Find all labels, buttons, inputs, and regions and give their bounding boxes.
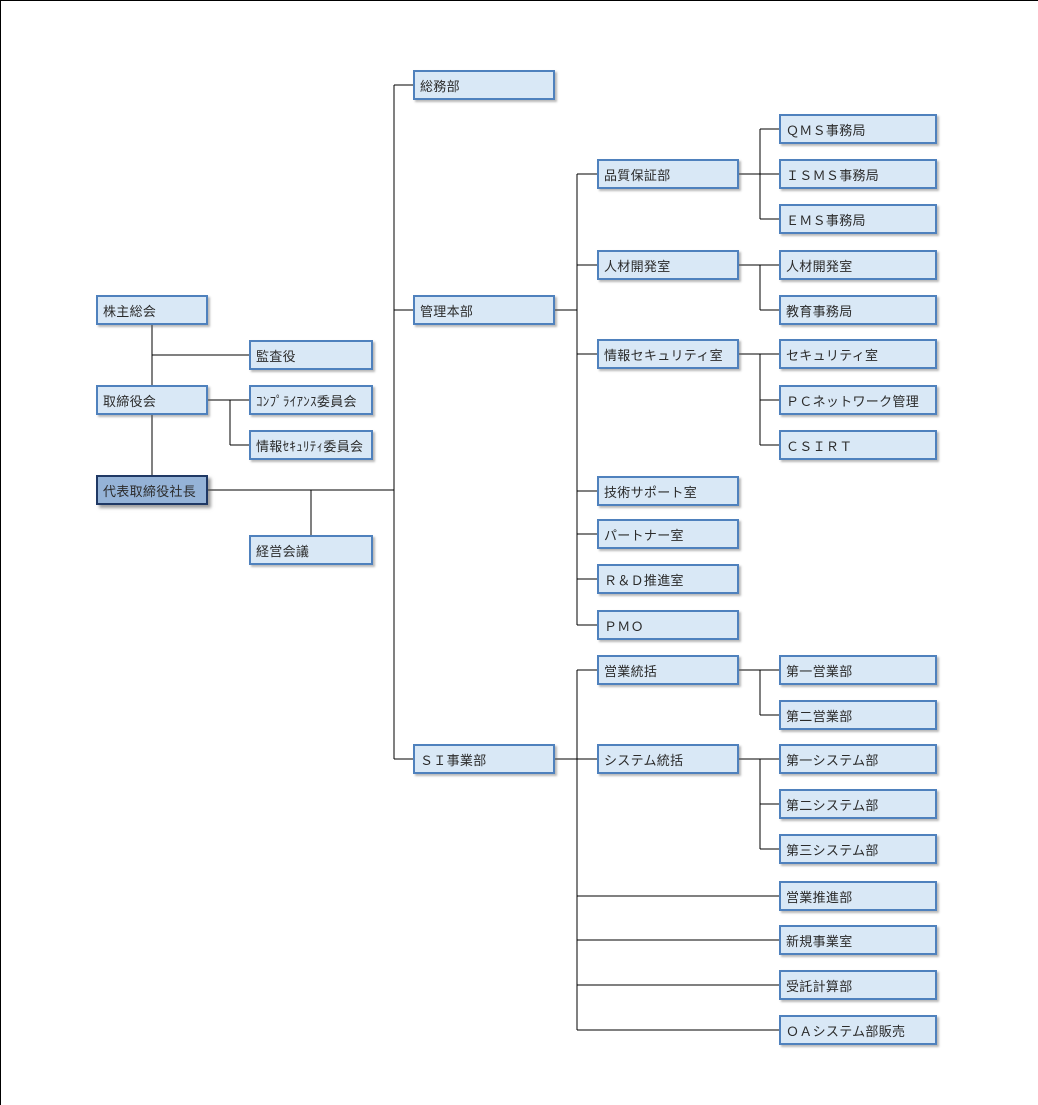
- org-node-system-dept-1: 第一システム部: [779, 744, 937, 774]
- org-node-rd-promotion-office: Ｒ＆Ｄ推進室: [597, 564, 739, 594]
- org-node-si-division: ＳＩ事業部: [413, 744, 555, 774]
- org-node-security-office: セキュリティ室: [779, 339, 937, 369]
- org-node-admin-headquarters: 管理本部: [413, 295, 555, 325]
- org-node-auditor: 監査役: [249, 340, 373, 370]
- org-node-infosec-office: 情報セキュリティ室: [597, 339, 739, 369]
- org-node-president: 代表取締役社長: [96, 475, 208, 505]
- org-node-quality-assurance-dept: 品質保証部: [597, 159, 739, 189]
- org-node-new-business-office: 新規事業室: [779, 925, 937, 955]
- org-node-compliance-committee: ｺﾝﾌﾟﾗｲｱﾝｽ委員会: [249, 385, 373, 415]
- org-node-system-supervision: システム統括: [597, 744, 739, 774]
- org-node-system-dept-3: 第三システム部: [779, 834, 937, 864]
- org-node-education-secretariat: 教育事務局: [779, 295, 937, 325]
- org-node-pc-network-management: ＰＣネットワーク管理: [779, 385, 937, 415]
- org-node-csirt: ＣＳＩＲＴ: [779, 430, 937, 460]
- org-node-ems-secretariat: ＥＭＳ事務局: [779, 204, 937, 234]
- org-node-system-dept-2: 第二システム部: [779, 789, 937, 819]
- org-node-hr-development-office: 人材開発室: [597, 250, 739, 280]
- org-node-board-of-directors: 取締役会: [96, 385, 208, 415]
- org-node-hr-development-office-2: 人材開発室: [779, 250, 937, 280]
- org-node-shareholders-meeting: 株主総会: [96, 295, 208, 325]
- org-node-sales-dept-2: 第二営業部: [779, 700, 937, 730]
- org-node-oa-system-sales-dept: ＯＡシステム部販売: [779, 1015, 937, 1045]
- org-node-contract-computing-dept: 受託計算部: [779, 970, 937, 1000]
- org-node-management-council: 経営会議: [249, 535, 373, 565]
- org-node-partner-office: パートナー室: [597, 519, 739, 549]
- org-node-tech-support-office: 技術サポート室: [597, 476, 739, 506]
- org-node-isms-secretariat: ＩＳＭＳ事務局: [779, 159, 937, 189]
- org-node-qms-secretariat: ＱＭＳ事務局: [779, 114, 937, 144]
- org-node-sales-dept-1: 第一営業部: [779, 655, 937, 685]
- org-node-general-affairs-dept: 総務部: [413, 70, 555, 100]
- org-node-infosec-committee: 情報ｾｷｭﾘﾃｨ委員会: [249, 430, 373, 460]
- org-node-sales-promotion-dept: 営業推進部: [779, 881, 937, 911]
- org-node-sales-supervision: 営業統括: [597, 655, 739, 685]
- org-node-pmo: ＰＭＯ: [597, 610, 739, 640]
